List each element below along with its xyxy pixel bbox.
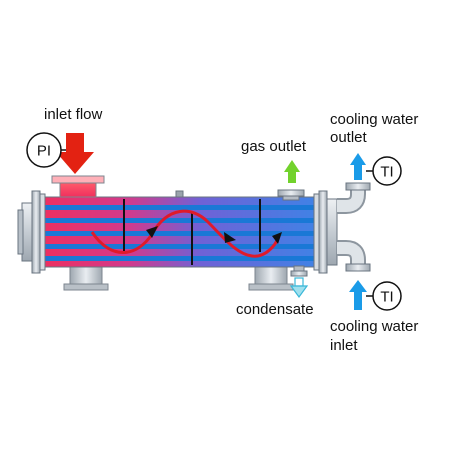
condensate-label: condensate bbox=[236, 301, 314, 318]
cooling-water-inlet-label-line2: inlet bbox=[330, 337, 358, 354]
cooling-water-outlet-label-line1: cooling water bbox=[330, 111, 419, 128]
gas-outlet-label: gas outlet bbox=[241, 138, 307, 155]
cooling-water-inlet-arrow-icon bbox=[349, 280, 367, 310]
gas-outlet-nozzle bbox=[277, 189, 305, 201]
condensate-arrow-icon bbox=[289, 277, 309, 299]
pi-label: PI bbox=[37, 143, 51, 160]
front-head bbox=[17, 190, 46, 274]
baffles bbox=[123, 199, 261, 265]
cooling-water-inlet-label-line1: cooling water bbox=[330, 318, 419, 335]
ti-outlet-label: TI bbox=[380, 164, 393, 181]
inlet-nozzle bbox=[51, 175, 105, 198]
cooling-water-outlet-label-line2: outlet bbox=[330, 129, 367, 146]
inlet-flow-arrow-icon bbox=[56, 133, 94, 174]
gas-outlet-arrow-icon bbox=[284, 160, 300, 183]
flow-path bbox=[90, 209, 280, 258]
temperature-indicator-outlet-gauge: TI bbox=[366, 156, 402, 186]
inlet-flow-label: inlet flow bbox=[44, 106, 103, 123]
temperature-indicator-inlet-gauge: TI bbox=[366, 281, 402, 311]
vent-stub bbox=[175, 190, 184, 198]
ti-inlet-label: TI bbox=[380, 289, 393, 306]
cooling-water-inlet-pipe bbox=[337, 240, 371, 272]
cooling-water-outlet-pipe bbox=[337, 182, 371, 214]
condensate-nozzle bbox=[290, 265, 308, 277]
tube-bundle bbox=[40, 205, 322, 261]
cooling-water-outlet-arrow-icon bbox=[350, 153, 366, 180]
rear-head bbox=[313, 190, 338, 274]
flow-arrowheads bbox=[146, 226, 282, 244]
pressure-indicator-gauge: PI bbox=[26, 132, 66, 168]
